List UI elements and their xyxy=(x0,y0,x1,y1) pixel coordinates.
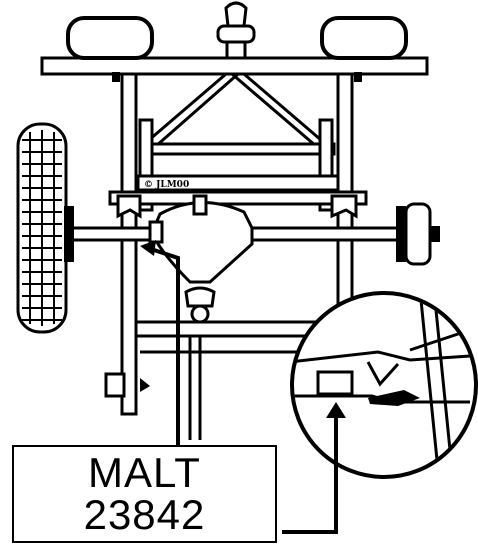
upright-tabs xyxy=(112,72,362,82)
pointer-arrow-left xyxy=(140,240,180,446)
clamps xyxy=(116,194,358,219)
label-plate xyxy=(136,174,340,192)
a-frame xyxy=(141,72,329,148)
top-crossbar xyxy=(40,56,429,76)
mid-crossbar xyxy=(108,190,368,206)
left-wheel xyxy=(16,122,74,334)
lower-bracket xyxy=(104,372,150,398)
right-hub xyxy=(396,202,440,266)
callout-number: 23842 xyxy=(83,491,206,538)
left-top-pad xyxy=(66,16,154,60)
pointer-arrow-right xyxy=(282,402,346,534)
callout-box: MALT 23842 xyxy=(12,445,277,543)
a-frame-crossbar xyxy=(138,142,336,156)
magnified-detail xyxy=(290,291,478,479)
differential xyxy=(148,194,254,324)
callout-code: MALT xyxy=(88,449,201,496)
hitch xyxy=(216,1,256,60)
right-top-pad xyxy=(320,16,408,60)
copyright-label: © JLM00 xyxy=(144,180,189,190)
